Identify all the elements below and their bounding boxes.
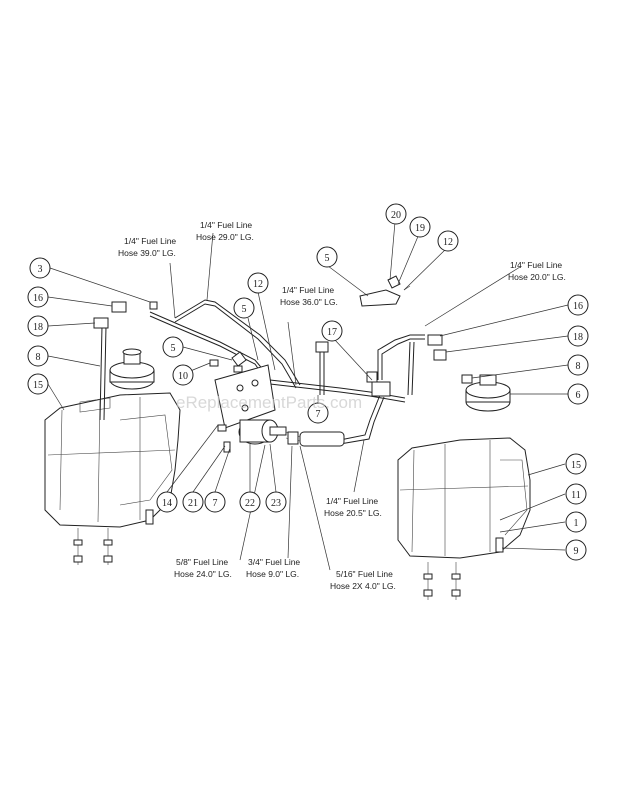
callout-6-circle bbox=[567, 383, 589, 405]
callout-16-circle bbox=[567, 294, 589, 316]
hose-9-line-label: 3/4" Fuel Line bbox=[248, 557, 300, 567]
left-fuel-cap bbox=[109, 348, 155, 390]
right-fuel-cap bbox=[465, 374, 511, 412]
callout-16: 16 bbox=[33, 293, 43, 304]
callout-5-circle bbox=[233, 297, 255, 319]
left-fuel-tank bbox=[44, 392, 181, 528]
callout-16: 16 bbox=[573, 301, 583, 312]
callout-16-circle bbox=[27, 286, 49, 308]
hose-36-size-label: Hose 36.0" LG. bbox=[280, 297, 338, 307]
hose-39-size-label: Hose 39.0" LG. bbox=[118, 248, 176, 258]
clamp-bracket bbox=[359, 275, 411, 307]
hose-24-line-label: 5/8" Fuel Line bbox=[176, 557, 228, 567]
hose-4-line-label: 5/16" Fuel Line bbox=[336, 569, 393, 579]
hose-20-line-label: 1/4" Fuel Line bbox=[510, 260, 562, 270]
callout-numbers: 3 16 18 8 15 5 10 5 12 7 14 21 7 22 23 5… bbox=[33, 210, 583, 557]
callout-19: 19 bbox=[415, 223, 425, 234]
callout-10: 10 bbox=[178, 371, 188, 382]
callout-3: 3 bbox=[38, 264, 43, 275]
callout-22-circle bbox=[239, 491, 261, 513]
callout-1-circle bbox=[565, 511, 587, 533]
callout-7: 7 bbox=[316, 409, 321, 420]
callout-14: 14 bbox=[162, 498, 172, 509]
right-fuel-tank bbox=[397, 437, 531, 559]
callout-8: 8 bbox=[36, 352, 41, 363]
callout-23-circle bbox=[265, 491, 287, 513]
callout-8-circle bbox=[27, 345, 49, 367]
hose-36-line-label: 1/4" Fuel Line bbox=[282, 285, 334, 295]
hose-20-5-size-label: Hose 20.5" LG. bbox=[324, 508, 382, 518]
hose-39-line-label: 1/4" Fuel Line bbox=[124, 236, 176, 246]
callout-5-circle bbox=[316, 246, 338, 268]
callout-15-circle bbox=[565, 453, 587, 475]
callout-5: 5 bbox=[325, 253, 330, 264]
callout-18: 18 bbox=[33, 322, 43, 333]
leader-lines bbox=[47, 221, 569, 571]
watermark-text: eReplacementParts.com bbox=[176, 393, 362, 412]
callout-1: 1 bbox=[574, 518, 579, 529]
callout-17: 17 bbox=[327, 327, 337, 338]
callout-18: 18 bbox=[573, 332, 583, 343]
right-tank-bolts bbox=[423, 537, 504, 600]
hose-29-size-label: Hose 29.0" LG. bbox=[196, 232, 254, 242]
callout-10-circle bbox=[172, 364, 194, 386]
callout-9: 9 bbox=[574, 546, 579, 557]
callout-3-circle bbox=[29, 257, 51, 279]
callout-15-circle bbox=[27, 373, 49, 395]
callout-15: 15 bbox=[571, 460, 581, 471]
callout-5-circle bbox=[162, 336, 184, 358]
callout-circles bbox=[27, 203, 589, 561]
hose-20-5-line-label: 1/4" Fuel Line bbox=[326, 496, 378, 506]
callout-12: 12 bbox=[253, 279, 263, 290]
callout-5: 5 bbox=[171, 343, 176, 354]
valve-bracket bbox=[214, 351, 276, 429]
callout-7-circle bbox=[307, 402, 329, 424]
callout-14-circle bbox=[156, 491, 178, 513]
hose-29-line-label: 1/4" Fuel Line bbox=[200, 220, 252, 230]
fuel-pump bbox=[217, 419, 287, 453]
callout-6: 6 bbox=[576, 390, 581, 401]
hose-20-size-label: Hose 20.0" LG. bbox=[508, 272, 566, 282]
callout-21-circle bbox=[182, 491, 204, 513]
callout-11-circle bbox=[565, 483, 587, 505]
callout-18-circle bbox=[567, 325, 589, 347]
callout-7-circle bbox=[204, 491, 226, 513]
callout-7: 7 bbox=[213, 498, 218, 509]
hose-4-size-label: Hose 2X 4.0" LG. bbox=[330, 581, 396, 591]
hose-24-size-label: Hose 24.0" LG. bbox=[174, 569, 232, 579]
fuel-filter bbox=[285, 431, 345, 447]
callout-15: 15 bbox=[33, 380, 43, 391]
callout-5: 5 bbox=[242, 304, 247, 315]
callout-22: 22 bbox=[245, 498, 255, 509]
callout-12-circle bbox=[247, 272, 269, 294]
hose-labels: 1/4" Fuel Line Hose 39.0" LG. 1/4" Fuel … bbox=[118, 220, 566, 591]
callout-11: 11 bbox=[571, 490, 581, 501]
callout-8-circle bbox=[567, 354, 589, 376]
hose-9-size-label: Hose 9.0" LG. bbox=[246, 569, 299, 579]
callout-12: 12 bbox=[443, 237, 453, 248]
callout-20-circle bbox=[385, 203, 407, 225]
tee-fitting bbox=[366, 371, 391, 397]
callout-8: 8 bbox=[576, 361, 581, 372]
callout-18-circle bbox=[27, 315, 49, 337]
callout-23: 23 bbox=[271, 498, 281, 509]
callout-9-circle bbox=[565, 539, 587, 561]
callout-12-circle bbox=[437, 230, 459, 252]
callout-17-circle bbox=[321, 320, 343, 342]
fuel-hoses bbox=[99, 299, 425, 445]
left-tank-bolts bbox=[73, 509, 154, 565]
callout-20: 20 bbox=[391, 210, 401, 221]
callout-19-circle bbox=[409, 216, 431, 238]
callout-21: 21 bbox=[188, 498, 198, 509]
